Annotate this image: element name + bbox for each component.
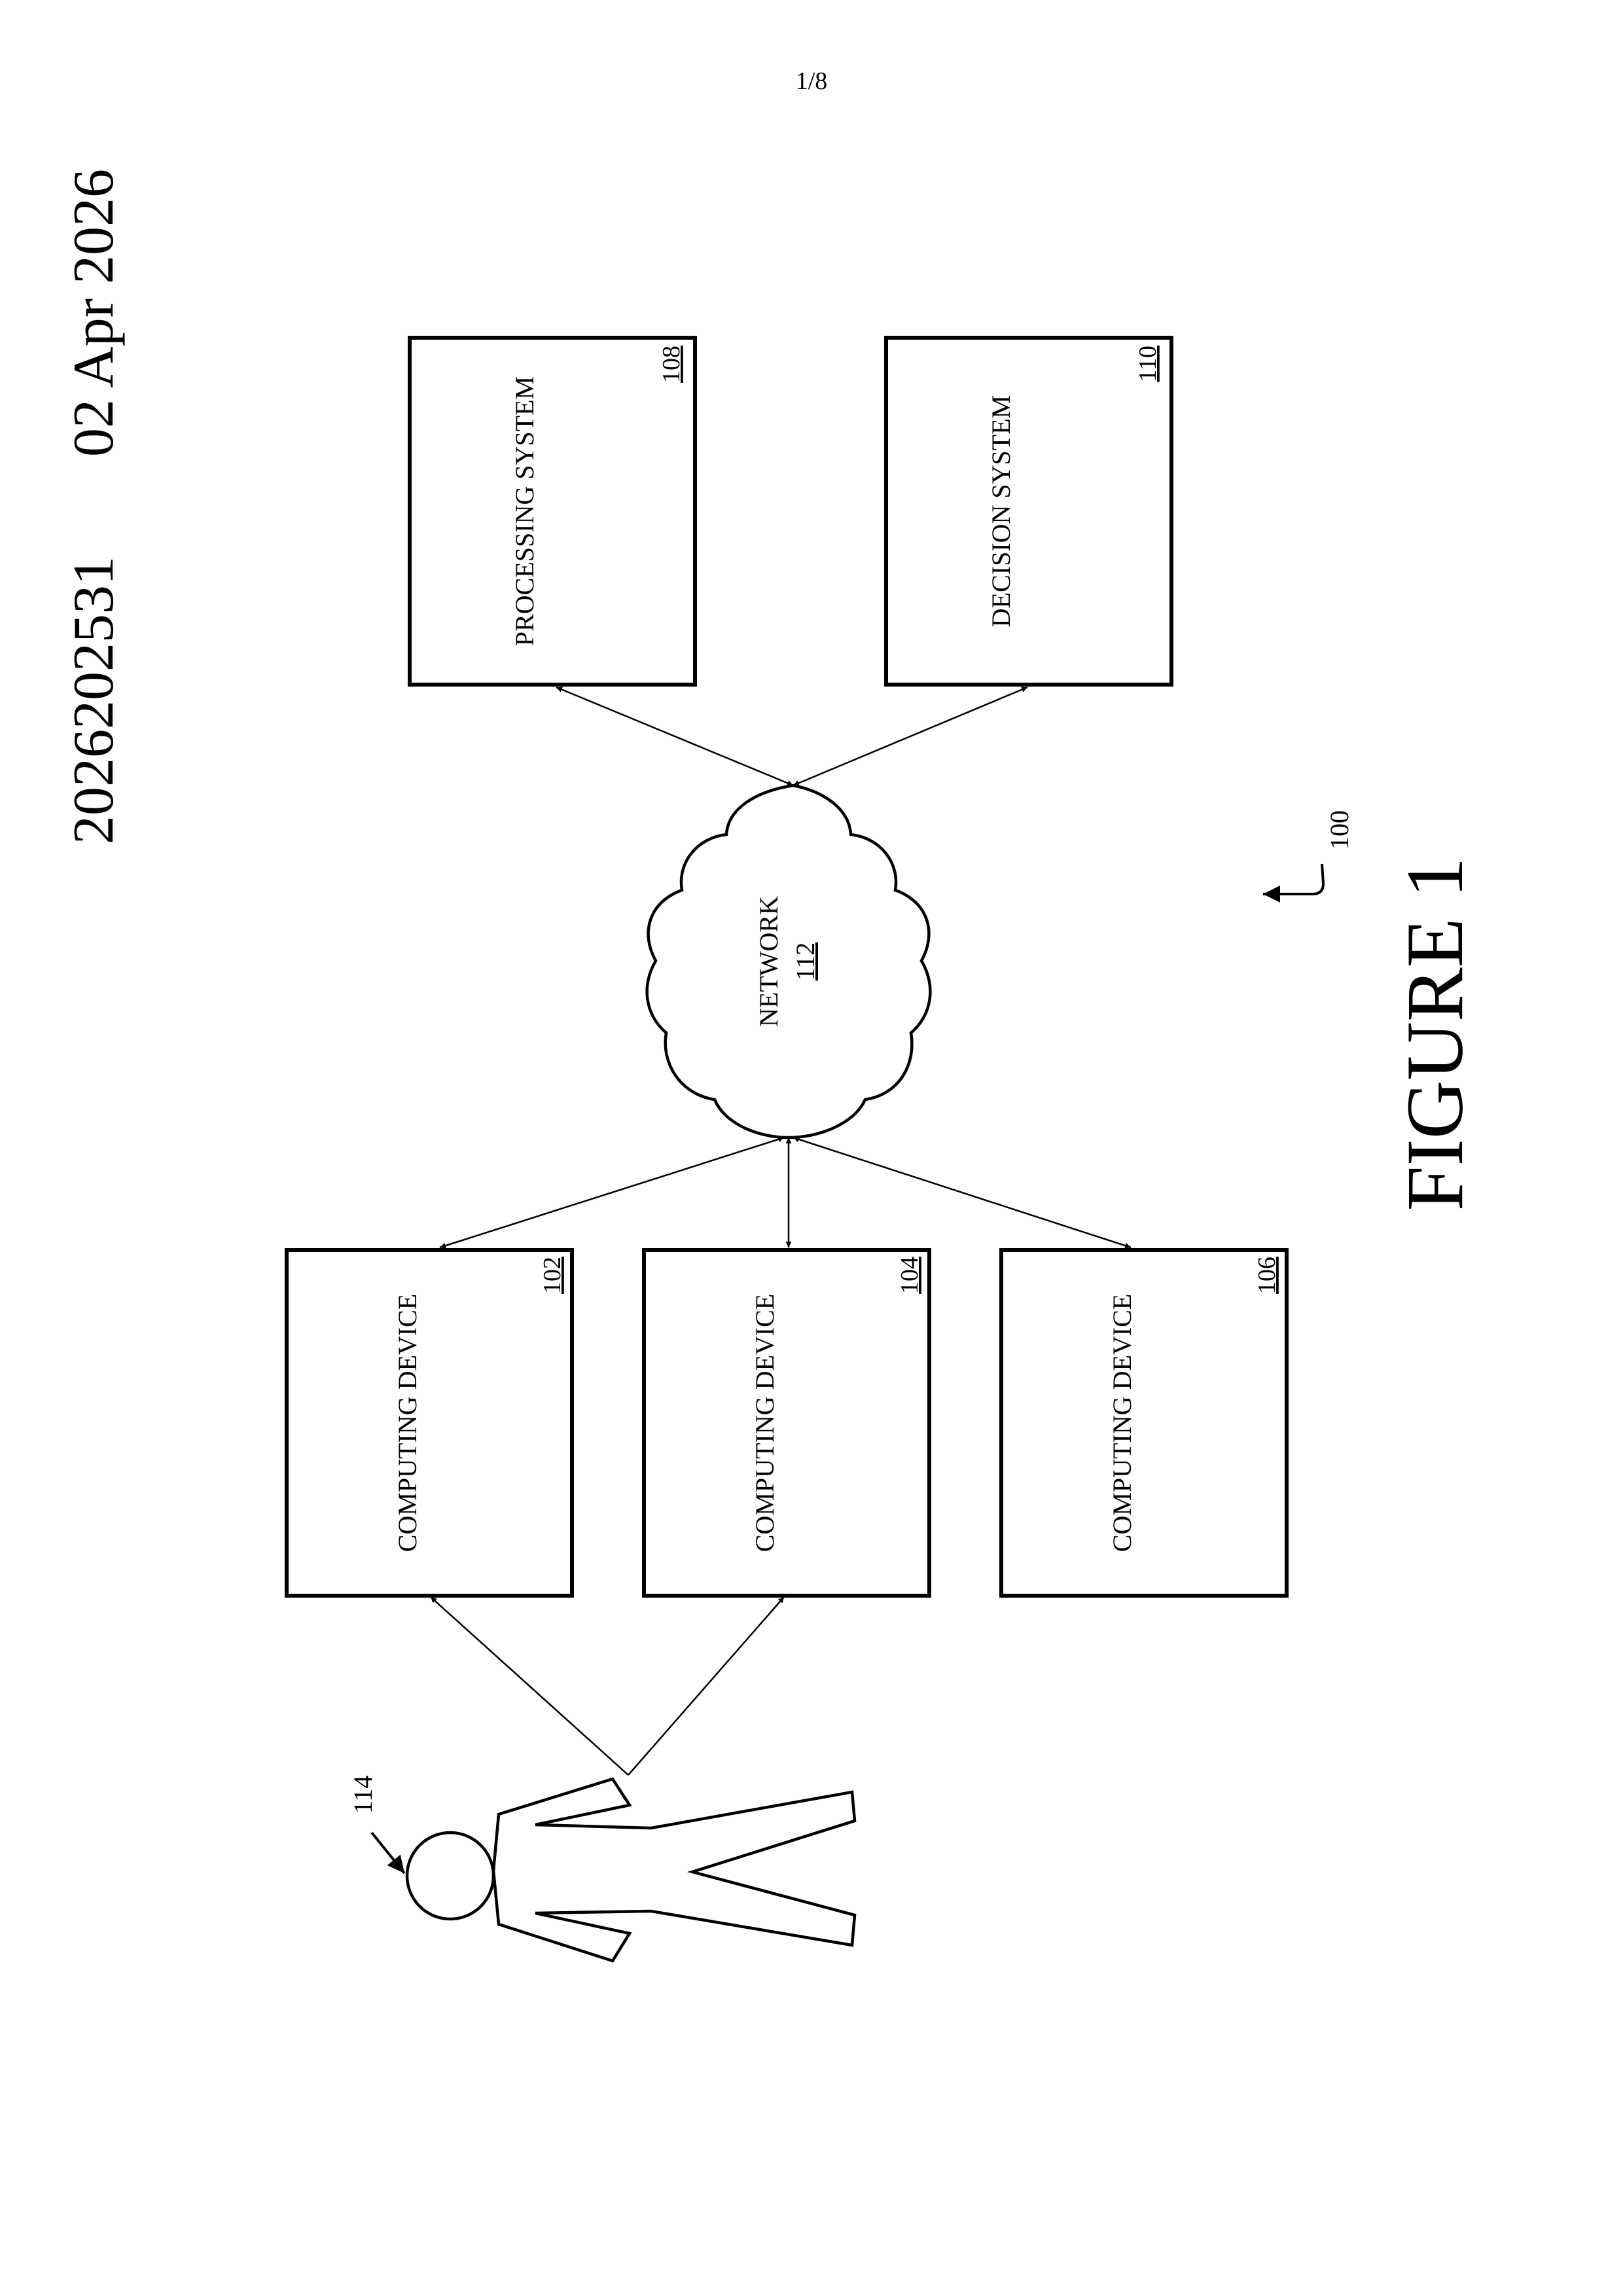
system-ref-arrow (1263, 864, 1323, 894)
network-device-106-connector (793, 1138, 1131, 1247)
user-device-102-connector (431, 1597, 628, 1775)
decision-system-label: DECISION SYSTEM (986, 395, 1016, 627)
processing-system-box: PROCESSING SYSTEM 108 (410, 338, 695, 685)
user-body (493, 1779, 855, 1961)
computing-device-104-box: COMPUTING DEVICE 104 (644, 1250, 929, 1596)
network-cloud: NETWORK 112 (647, 785, 931, 1138)
person-ref-label: 114 (348, 1776, 378, 1814)
computing-device-104-label: COMPUTING DEVICE (750, 1294, 779, 1552)
application-number: 2026202531 (62, 556, 126, 844)
computing-device-106-label: COMPUTING DEVICE (1107, 1294, 1137, 1552)
computing-device-102-box: COMPUTING DEVICE 102 (287, 1250, 572, 1596)
network-device-102-connector (440, 1138, 784, 1247)
user-head (407, 1833, 493, 1919)
page-number: 1/8 (796, 67, 828, 95)
filing-date: 02 Apr 2026 (62, 169, 126, 457)
network-label: NETWORK (754, 896, 783, 1027)
computing-device-102-label: COMPUTING DEVICE (393, 1294, 422, 1552)
figure-title: FIGURE 1 (1390, 857, 1480, 1211)
decision-system-box: DECISION SYSTEM 110 (886, 338, 1171, 685)
person-reference: 114 (348, 1776, 404, 1873)
computing-device-106-box: COMPUTING DEVICE 106 (1001, 1250, 1287, 1596)
network-ref: 112 (791, 942, 820, 981)
decision-system-ref: 110 (1134, 346, 1162, 382)
user-figure (407, 1779, 855, 1961)
network-decision-connector (793, 687, 1027, 785)
user-device-104-connector (628, 1597, 784, 1775)
network-processing-connector (556, 687, 793, 785)
processing-system-label: PROCESSING SYSTEM (510, 376, 539, 646)
computing-device-106-ref: 106 (1253, 1257, 1281, 1294)
system-ref-label: 100 (1325, 810, 1354, 850)
computing-device-104-ref: 104 (896, 1257, 923, 1294)
person-ref-arrow (372, 1833, 404, 1873)
system-reference: 100 (1263, 810, 1354, 894)
computing-device-102-ref: 102 (539, 1257, 566, 1294)
processing-system-ref: 108 (658, 346, 685, 383)
